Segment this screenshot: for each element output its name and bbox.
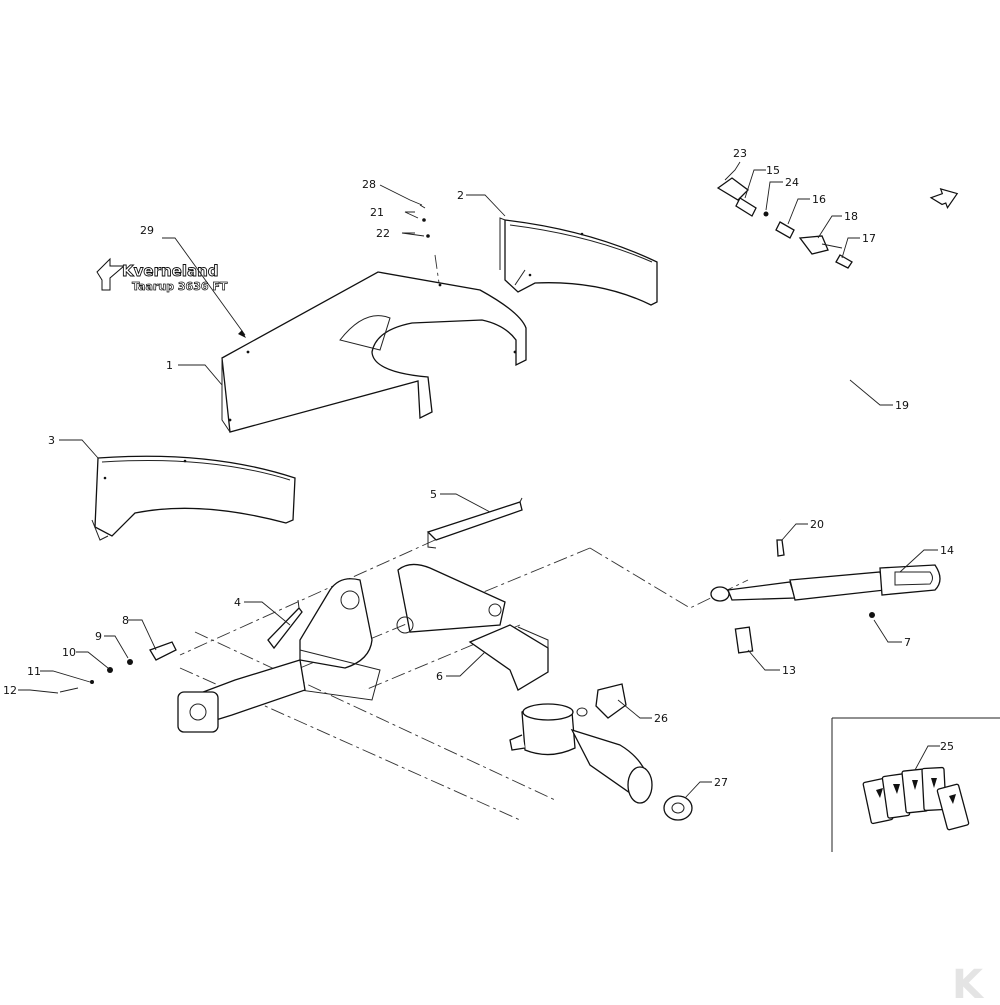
direction-arrow-icon: [929, 188, 959, 210]
callout-27: 27: [714, 776, 728, 789]
callout-3: 3: [48, 434, 55, 447]
callout-5: 5: [430, 488, 437, 501]
callout-15: 15: [766, 164, 780, 177]
part-5-support-bar: [426, 497, 523, 549]
part-12-bolt: [59, 687, 79, 693]
gearbox-assembly: [509, 703, 653, 804]
part-15-adapter: [735, 197, 757, 217]
callout-20: 20: [810, 518, 824, 531]
part-9-nut: [127, 659, 133, 665]
part-17-connector: [835, 254, 853, 269]
kverneland-watermark: K: [952, 962, 985, 1005]
part-11-washer: [90, 680, 94, 684]
part-19-hydraulic-hose: [753, 258, 922, 557]
part-18-valve: [798, 235, 829, 255]
part-24-seal: [763, 211, 769, 217]
callout-22: 22: [376, 227, 390, 240]
part-8-pin: [149, 641, 177, 661]
callout-numbers: 1 2 3 4 5 6 7 8 9 10 11 12 13 14 15 16 1…: [3, 147, 954, 789]
main-frame: [177, 563, 506, 733]
callout-10: 10: [62, 646, 76, 659]
part-13-decal: [734, 626, 754, 654]
decal-brand-text: Kverneland: [122, 262, 219, 280]
callout-25: 25: [940, 740, 954, 753]
part-14-hydraulic-cylinder: [710, 564, 941, 618]
callout-24: 24: [785, 176, 799, 189]
callout-12: 12: [3, 684, 17, 697]
kverneland-arrow-logo: [96, 257, 126, 291]
callout-14: 14: [940, 544, 954, 557]
callout-23: 23: [733, 147, 747, 160]
hose-fittings: [716, 177, 853, 269]
watermark-letter: K: [952, 962, 985, 1000]
leader-lines: [18, 161, 940, 799]
warning-decal-set: [862, 766, 970, 831]
part-3-left-panel: [91, 455, 296, 541]
left-fastener-stack: [59, 641, 177, 693]
callout-6: 6: [436, 670, 443, 683]
callout-13: 13: [782, 664, 796, 677]
part-1-main-cover: [221, 271, 527, 433]
part-29-brand-decal: Kverneland Taarup 3636 FT: [96, 257, 228, 293]
part-2-right-panel: [499, 217, 658, 306]
part-4-bracket-bar: [267, 599, 303, 650]
part-23-quick-coupler: [716, 177, 749, 201]
top-fastener-stack: [419, 204, 430, 238]
part-21-washer: [422, 218, 426, 222]
part-26-cover: [595, 683, 627, 719]
part-22-nut: [426, 234, 430, 238]
part-25-inset-panel: [831, 717, 1000, 852]
callout-17: 17: [862, 232, 876, 245]
callout-28: 28: [362, 178, 376, 191]
callout-9: 9: [95, 630, 102, 643]
callout-18: 18: [844, 210, 858, 223]
callout-7: 7: [904, 636, 911, 649]
callout-16: 16: [812, 193, 826, 206]
part-16-nipple: [775, 221, 795, 239]
callout-26: 26: [654, 712, 668, 725]
callout-1: 1: [166, 359, 173, 372]
callout-19: 19: [895, 399, 909, 412]
callout-29: 29: [140, 224, 154, 237]
decal-model-text: Taarup 3636 FT: [132, 280, 228, 293]
callout-2: 2: [457, 189, 464, 202]
callout-4: 4: [234, 596, 241, 609]
callout-21: 21: [370, 206, 384, 219]
part-10-washer: [107, 667, 113, 673]
callout-11: 11: [27, 665, 41, 678]
valve-handle: [821, 243, 843, 249]
part-6-guard-plate: [468, 624, 549, 691]
callout-8: 8: [122, 614, 129, 627]
part-27-flange: [663, 795, 693, 821]
